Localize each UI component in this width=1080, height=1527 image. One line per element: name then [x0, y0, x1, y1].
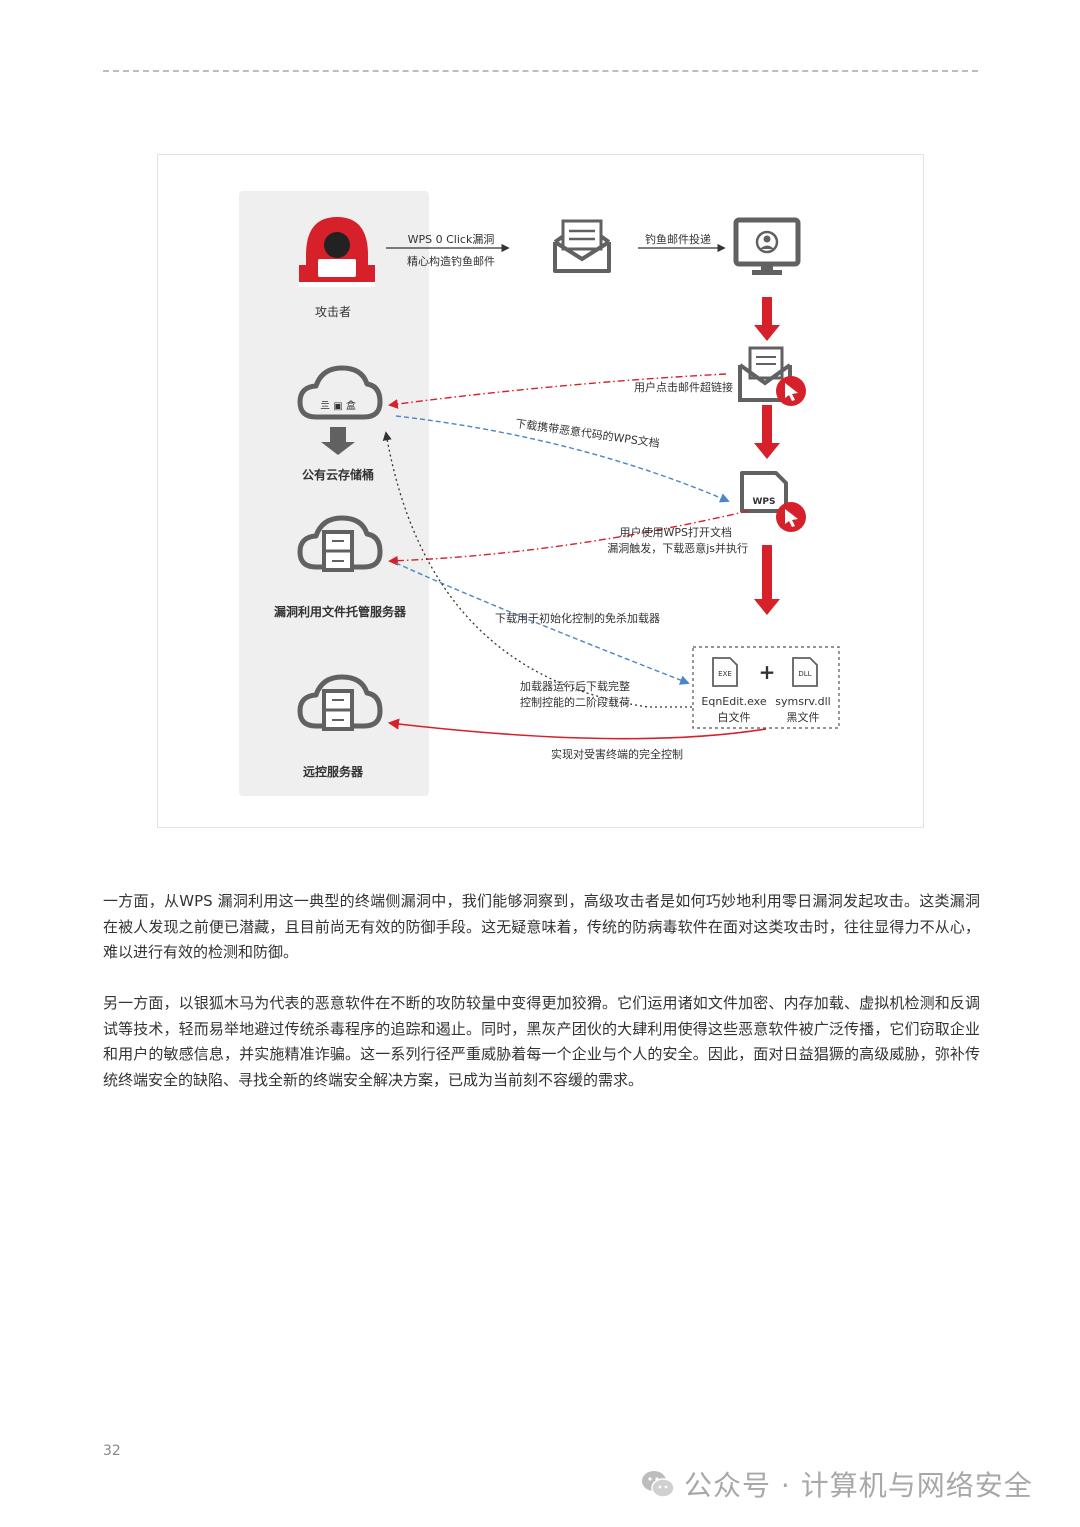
cursor-icon: [776, 502, 806, 532]
exe-file-name: EqnEdit.exe: [701, 695, 766, 708]
c2-server-icon: [297, 674, 383, 731]
cursor-icon: [776, 376, 806, 406]
flow-label-user-open-wps-2: 漏洞触发，下载恶意js并执行: [607, 541, 748, 555]
flow-label-download-wps-doc: 下载携带恶意代码的WPS文档: [515, 416, 661, 450]
exe-file-icon: [712, 657, 738, 687]
arrow-files-to-c2: [387, 718, 767, 740]
arrow-exploit-server-to-files: [395, 562, 690, 685]
c2-server-label: 远控服务器: [303, 764, 364, 779]
red-down-arrow: [754, 297, 780, 341]
exploit-server-icon: [297, 515, 383, 572]
exploit-server-label: 漏洞利用文件托管服务器: [274, 604, 407, 619]
watermark: 公众号 · 计算机与网络安全: [640, 1464, 1033, 1504]
cloud-storage-label: 公有云存储桶: [302, 467, 374, 482]
body-paragraph: 一方面，从WPS 漏洞利用这一典型的终端侧漏洞中，我们能够洞察到，高级攻击者是如…: [103, 892, 980, 961]
flow-label-full-control: 实现对受害终端的完全控制: [551, 747, 683, 761]
down-arrow-icon: [321, 427, 355, 455]
wps-document-icon: [740, 471, 788, 513]
attacker-label: 攻击者: [315, 305, 351, 319]
wps-badge: WPS: [752, 497, 775, 507]
arrow-storage-to-wps: [395, 415, 730, 503]
dll-file-desc: 黑文件: [787, 710, 820, 724]
flow-label-wps-zero-click: WPS 0 Click漏洞: [408, 233, 495, 246]
exe-file-desc: 白文件: [718, 710, 751, 724]
dll-file-name: symsrv.dll: [775, 695, 830, 708]
watermark-text: 公众号 · 计算机与网络安全: [684, 1469, 1033, 1502]
red-down-arrow: [754, 405, 780, 459]
cloud-storage-icon: [297, 365, 383, 420]
header-dashed-rule: [103, 70, 978, 72]
arrow-files-to-storage: [382, 431, 692, 708]
attacker-icon: [299, 217, 375, 287]
flow-label-user-open-wps-1: 用户使用WPS打开文档: [620, 525, 733, 539]
wechat-icon: [642, 1471, 675, 1498]
flow-label-download-loader: 下载用于初始化控制的免杀加载器: [495, 611, 660, 625]
flow-label-loader-stage2-1: 加载器运行后下载完整: [520, 679, 630, 693]
flow-label-loader-stage2-2: 控制控能的二阶段载荷: [520, 695, 630, 709]
page-number: 32: [103, 1443, 121, 1459]
entity-panel: [239, 191, 429, 796]
red-down-arrow: [754, 545, 780, 615]
body-paragraph: 另一方面，以银狐木马为代表的恶意软件在不断的攻防较量中变得更加狡猾。它们运用诸如…: [103, 994, 980, 1089]
attack-chain-diagram: 攻击者 亖 ▣ 盒 公有云存储桶 漏洞利用文件托管服务器 远控服务器: [157, 154, 924, 828]
flow-label-phishing-delivery: 钓鱼邮件投递: [645, 232, 711, 246]
victim-monitor-icon: [733, 217, 801, 275]
flow-label-user-click-link: 用户点击邮件超链接: [634, 380, 733, 394]
mail-envelope-icon: [553, 219, 611, 273]
plus-sign: +: [759, 660, 776, 684]
dll-file-icon: [792, 657, 818, 687]
cloud-storage-badge: 亖 ▣ 盒: [320, 399, 356, 412]
exe-badge: EXE: [718, 670, 732, 678]
payload-files-box: [692, 646, 840, 729]
flow-label-craft-phishing: 精心构造钓鱼邮件: [407, 254, 495, 268]
arrow-click-to-storage: [388, 373, 727, 409]
dll-badge: DLL: [798, 670, 811, 678]
